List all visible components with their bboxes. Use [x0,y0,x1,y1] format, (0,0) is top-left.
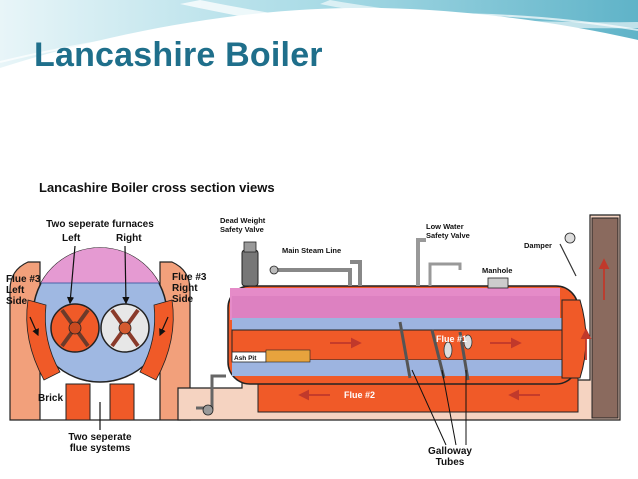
side-view [177,214,621,446]
manhole-cover [487,277,509,289]
label-flue-1: Flue #1 [436,334,468,344]
label-right-furnace: Right [116,233,142,244]
flue3-left-line2: Left [6,285,25,296]
end-view [9,245,191,430]
galloway-line1: Galloway [428,446,472,457]
flue3-right-line3: Side [172,294,194,305]
low-water-valve [416,238,426,286]
label-low-water-valve: Low Water Safety Valve [426,222,470,240]
chimney [591,217,619,419]
main-steam-line [272,260,362,286]
label-flue3-left: Flue #3 Left Side [6,274,40,307]
flue3-left-line3: Side [6,296,28,307]
low-water-line1: Low Water [426,222,464,231]
label-flue-2: Flue #2 [344,390,376,400]
dead-weight-line1: Dead Weight [220,216,266,225]
flue-systems-line2: flue systems [69,443,131,454]
flow-arrows [298,258,610,401]
furnaces-heading: Two seperate furnaces [46,219,154,230]
galloway-tubes-shapes [398,321,473,381]
flue-systems-line1: Two seperate [68,432,132,443]
steam-space [41,247,159,283]
damper [564,232,576,244]
dead-weight-line2: Safety Valve [220,225,264,234]
label-main-steam-line: Main Steam Line [282,246,342,255]
label-ash-pit: Ash Pit [234,355,257,362]
label-brick: Brick [38,393,64,404]
dead-weight-valve [241,249,259,287]
figure-title-sub: cross section views [151,180,275,195]
brick-setting [9,261,191,421]
label-left-furnace: Left [62,233,81,244]
label-flue-systems: Two seperate flue systems [50,432,150,454]
figure-title-main: Lancashire Boiler [39,180,149,195]
low-water-line2: Safety Valve [426,231,470,240]
label-dead-weight-valve: Dead Weight Safety Valve [220,216,265,234]
galloway-line2: Tubes [435,457,465,468]
label-damper: Damper [524,241,552,250]
header-wave-banner [0,0,638,68]
flue3-right-line2: Right [172,283,198,294]
lower-flue-left [65,383,91,421]
flue3-left-line1: Flue #3 [6,274,41,285]
label-flue3-right: Flue #3 Right Side [172,272,206,305]
label-manhole: Manhole [482,266,513,275]
flue3-right-line1: Flue #3 [172,272,207,283]
figure-title: Lancashire Boiler cross section views [39,181,275,195]
slide-title: Lancashire Boiler [34,36,323,74]
lower-flue-right [109,383,135,421]
label-galloway-tubes: Galloway Tubes [420,446,480,468]
